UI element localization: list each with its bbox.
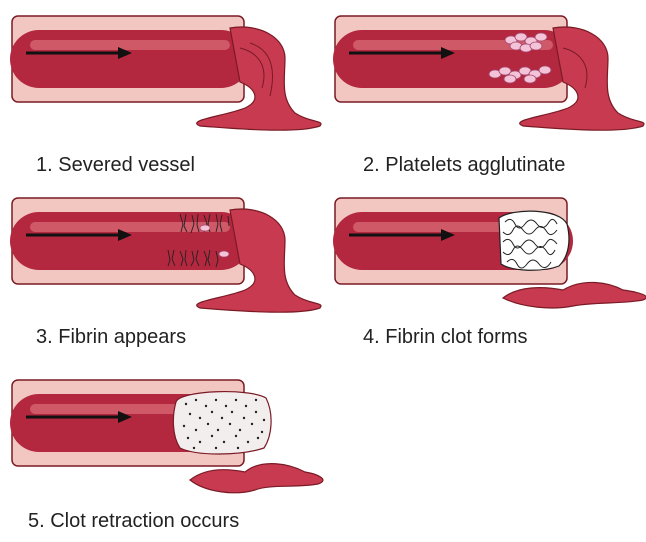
fibrin-strands: [167, 213, 230, 268]
platelets-agglutinate-illustration: [333, 15, 645, 131]
panel-clot-retraction: 5. Clot retraction occurs: [0, 372, 330, 542]
platelet-cluster-bottom: [488, 65, 552, 84]
severed-vessel-illustration: [10, 15, 322, 131]
panel-severed-vessel: 1. Severed vessel: [0, 8, 330, 178]
caption-2: 2. Platelets agglutinate: [363, 154, 566, 176]
detached-tissue: [501, 281, 646, 309]
fibrin-clot-forms-illustration: [333, 197, 646, 309]
fibrin-clot: [498, 210, 570, 271]
caption-1: 1. Severed vessel: [36, 154, 195, 176]
fibrin-appears-illustration: [10, 197, 322, 313]
caption-5: 5. Clot retraction occurs: [28, 510, 240, 532]
platelet-cluster-top: [504, 32, 548, 53]
panel-platelets-agglutinate: 2. Platelets agglutinate: [323, 8, 646, 178]
panel-fibrin-appears: 3. Fibrin appears: [0, 190, 330, 360]
clot-retraction-illustration: [10, 379, 324, 494]
panel-fibrin-clot-forms: 4. Fibrin clot forms: [323, 190, 646, 360]
retracted-clot: [172, 391, 272, 455]
caption-4: 4. Fibrin clot forms: [363, 326, 528, 348]
caption-3: 3. Fibrin appears: [36, 326, 187, 348]
detached-tissue: [189, 463, 324, 494]
